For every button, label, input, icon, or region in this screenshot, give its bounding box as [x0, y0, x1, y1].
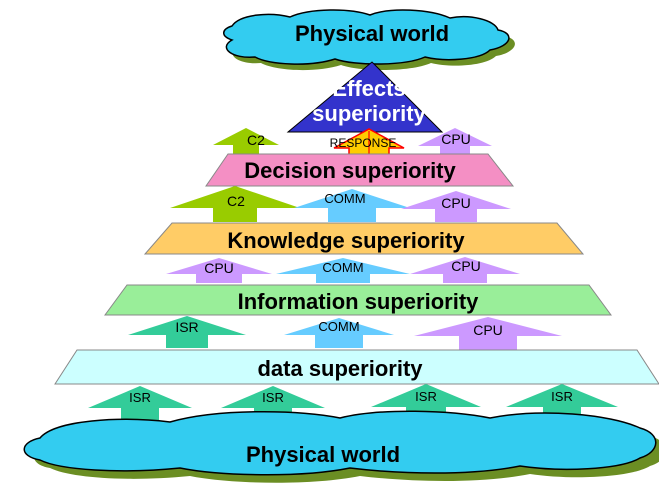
- arrow-c2-upper: [213, 128, 279, 155]
- top-cloud-label: Physical world: [295, 21, 449, 46]
- arrow-cpu-row3-right: [410, 257, 520, 283]
- bottom-cloud-label: Physical world: [246, 442, 400, 467]
- decision-layer-band: [205, 153, 515, 187]
- knowledge-layer-label: Knowledge superiority: [227, 228, 465, 253]
- arrow-cpu-row3-left-label: CPU: [204, 260, 234, 276]
- arrow-isr-3: [371, 384, 481, 423]
- arrow-response-label: RESPONSE: [330, 136, 397, 150]
- arrow-comm-row3-label: COMM: [322, 260, 363, 275]
- arrow-cpu-row3-left: [166, 258, 272, 283]
- arrow-isr-2-label: ISR: [262, 390, 284, 405]
- top-cloud-body: [223, 9, 510, 65]
- top-physical-world-cloud: Physical world: [223, 9, 515, 71]
- bottom-physical-world-cloud: Physical world: [23, 410, 659, 483]
- decision-superiority-layer: Decision superiority: [205, 153, 515, 187]
- arrow-row-4: ISR COMM CPU: [128, 316, 562, 350]
- bottom-cloud-body: [23, 410, 657, 476]
- arrow-isr-1: [88, 386, 192, 425]
- arrow-cpu-row4-label: CPU: [473, 322, 503, 338]
- arrow-isr-3-label: ISR: [415, 389, 437, 404]
- arrow-comm-row2: [294, 189, 410, 222]
- arrow-cpu-row2: [401, 191, 511, 222]
- decision-layer-label: Decision superiority: [244, 158, 456, 183]
- arrow-cpu-row2-label: CPU: [441, 195, 471, 211]
- arrow-c2-lower-label: C2: [227, 193, 245, 209]
- data-layer-band: [54, 349, 659, 385]
- data-superiority-layer: data superiority: [54, 349, 659, 385]
- arrow-comm-row3: [276, 258, 410, 283]
- information-layer-label: Information superiority: [238, 289, 480, 314]
- arrow-isr-2: [221, 386, 325, 425]
- apex-label-line1: Effects: [332, 76, 405, 101]
- arrow-c2-upper-label: C2: [247, 132, 265, 148]
- arrow-c2-lower: [170, 186, 300, 222]
- data-layer-label: data superiority: [257, 356, 423, 381]
- effects-superiority-apex: Effects superiority: [286, 61, 444, 133]
- arrow-isr-row4: [128, 316, 246, 348]
- information-superiority-layer: Information superiority: [104, 284, 612, 316]
- apex-label-line2: superiority: [312, 101, 426, 126]
- arrow-cpu-row4: [414, 317, 562, 350]
- arrow-cpu-upper: [418, 128, 492, 155]
- arrow-isr-4-label: ISR: [551, 389, 573, 404]
- arrow-row-5: ISR ISR ISR ISR: [88, 384, 618, 425]
- arrow-row-3: CPU COMM CPU: [166, 257, 520, 283]
- arrow-comm-row4: [284, 318, 394, 348]
- arrow-isr-1-label: ISR: [129, 390, 151, 405]
- arrow-isr-row4-label: ISR: [175, 319, 198, 335]
- information-layer-band: [104, 284, 612, 316]
- knowledge-layer-band: [143, 222, 585, 255]
- arrow-isr-4: [506, 384, 618, 423]
- arrow-comm-row2-label: COMM: [324, 191, 365, 206]
- arrow-cpu-row3-right-label: CPU: [451, 258, 481, 274]
- knowledge-superiority-layer: Knowledge superiority: [143, 222, 585, 255]
- arrow-comm-row4-label: COMM: [318, 319, 359, 334]
- arrow-row-2: C2 COMM CPU: [170, 186, 511, 222]
- arrow-cpu-upper-label: CPU: [441, 131, 471, 147]
